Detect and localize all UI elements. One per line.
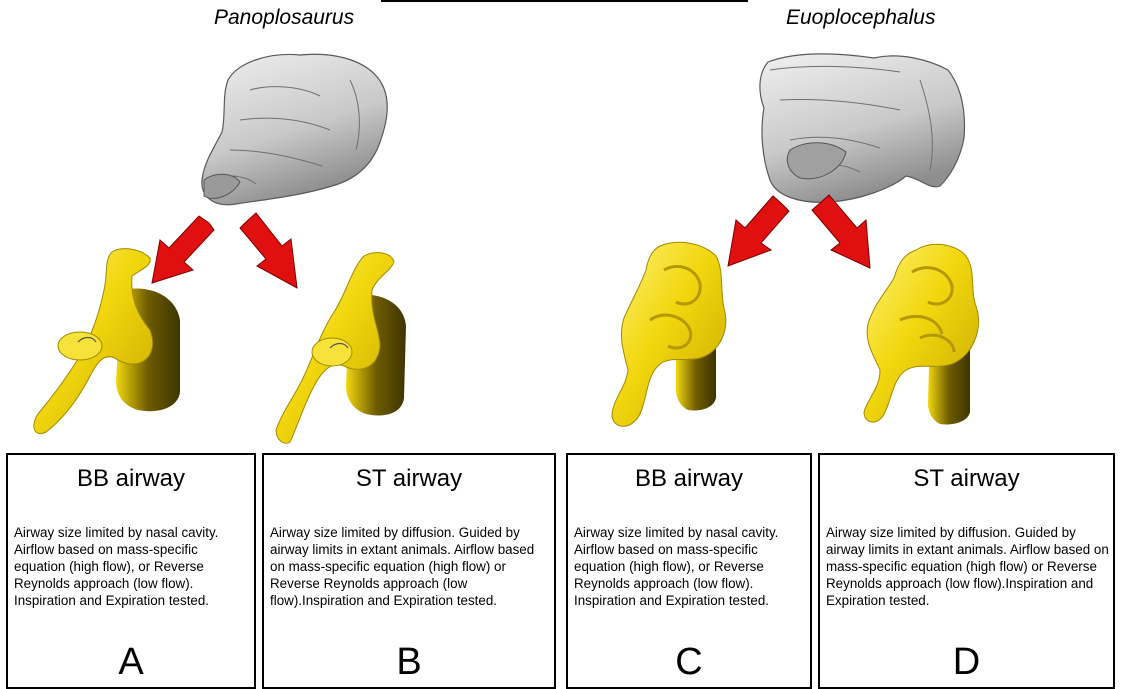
- panel-b-title: ST airway: [264, 465, 554, 493]
- panoplosaurus-skull-image: [202, 54, 387, 205]
- panel-b-description: Airway size limited by diffusion. Guided…: [270, 524, 550, 609]
- panel-a-title: BB airway: [8, 465, 254, 493]
- panel-d-box: ST airway Airway size limited by diffusi…: [818, 453, 1115, 689]
- panel-a-description: Airway size limited by nasal cavity. Air…: [14, 524, 250, 609]
- panel-a-letter: A: [8, 641, 254, 684]
- illustration-canvas: [0, 0, 1121, 455]
- panel-c-box: BB airway Airway size limited by nasal c…: [566, 453, 812, 689]
- panel-c-description: Airway size limited by nasal cavity. Air…: [574, 524, 806, 609]
- panel-c-letter: C: [568, 641, 810, 684]
- airway-model-d: [864, 244, 979, 424]
- arrow-panoplosaurus-to-a: [152, 216, 214, 283]
- panel-d-description: Airway size limited by diffusion. Guided…: [826, 524, 1109, 609]
- arrow-panoplosaurus-to-b: [240, 213, 297, 288]
- panel-b-letter: B: [264, 641, 554, 684]
- panel-a-box: BB airway Airway size limited by nasal c…: [6, 453, 256, 689]
- arrow-euoplocephalus-to-d: [812, 195, 870, 268]
- panel-d-letter: D: [820, 641, 1113, 684]
- euoplocephalus-skull-image: [760, 54, 965, 202]
- panel-c-title: BB airway: [568, 465, 810, 493]
- airway-model-c: [612, 242, 726, 426]
- panel-d-title: ST airway: [820, 465, 1113, 493]
- panel-b-box: ST airway Airway size limited by diffusi…: [262, 453, 556, 689]
- arrow-euoplocephalus-to-c: [728, 196, 789, 266]
